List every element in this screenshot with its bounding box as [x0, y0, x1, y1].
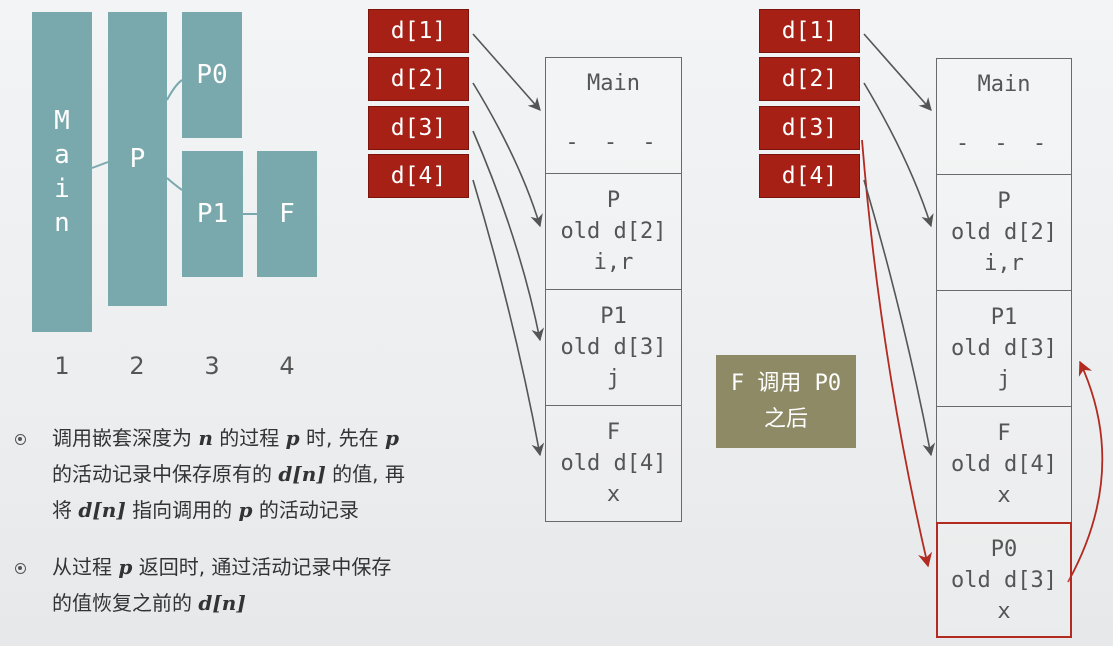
- arrow-restore-p0-p1: [1067, 360, 1104, 583]
- tree-node-f: F: [257, 151, 317, 277]
- frame-line: x: [997, 483, 1011, 508]
- level-label-2: 2: [129, 352, 145, 380]
- frame-line: - - -: [565, 130, 662, 155]
- frame-line: old d[2]: [951, 220, 1057, 245]
- left-frame-f: F old d[4] x: [545, 405, 682, 522]
- arrow-right-d4: [863, 179, 936, 457]
- tree-node-p1: P1: [182, 151, 243, 277]
- frame-line: P0: [990, 536, 1018, 562]
- frame-line: - - -: [955, 131, 1053, 156]
- bullet-1-line-3: 将 d[n] 指向调用的 p 的活动记录: [52, 498, 359, 522]
- arrow-left-d1: [472, 33, 541, 111]
- frame-line: old d[3]: [560, 335, 667, 360]
- frame-line: P1: [600, 304, 627, 329]
- tree-edge-p-p1: [166, 177, 183, 191]
- arrow-right-d3: [861, 139, 933, 568]
- arrow-right-d1: [863, 33, 932, 111]
- frame-line: x: [606, 482, 621, 507]
- arrow-right-d2: [863, 82, 934, 228]
- arrow-left-d2: [472, 82, 543, 228]
- frame-line: old d[3]: [951, 567, 1057, 593]
- bullet-2-line-2: 的值恢复之前的 d[n]: [52, 591, 246, 615]
- arrow-left-d3: [472, 130, 545, 342]
- tree-node-p0-label: P0: [196, 60, 228, 90]
- level-label-3: 3: [204, 352, 220, 380]
- bullet-1-line-1: 调用嵌套深度为 n 的过程 p 时, 先在 p: [52, 426, 400, 450]
- bullet-marker: [15, 434, 26, 445]
- left-frame-p1: P1 old d[3] j: [545, 289, 682, 406]
- frame-line: j: [606, 366, 621, 391]
- right-frame-p: P old d[2] i,r: [936, 174, 1072, 291]
- tree-node-main: M a i n: [32, 12, 92, 332]
- frame-line: Main: [977, 72, 1031, 97]
- arrow-left-d4: [472, 179, 545, 457]
- level-label-4: 4: [279, 352, 295, 380]
- frame-line: old d[4]: [951, 452, 1057, 477]
- right-frame-main: Main - - -: [936, 58, 1072, 175]
- left-frame-main: Main - - -: [545, 57, 682, 174]
- tree-edge-main-p: [91, 161, 109, 169]
- frame-line: old d[3]: [951, 336, 1057, 361]
- frame-line: Main: [587, 71, 640, 96]
- left-frame-p: P old d[2] i,r: [545, 173, 682, 290]
- frame-line: j: [997, 367, 1011, 392]
- left-display-d2: d[2]: [368, 57, 469, 101]
- tree-main-char: M: [54, 106, 70, 136]
- frame-line: i,r: [593, 250, 634, 275]
- tree-main-char: i: [54, 174, 70, 204]
- frame-line: F: [606, 420, 621, 445]
- tree-node-f-label: F: [279, 199, 295, 229]
- right-frame-p1: P1 old d[3] j: [936, 290, 1072, 407]
- frame-line: F: [997, 421, 1011, 446]
- right-frame-p0: P0 old d[3] x: [936, 522, 1072, 638]
- level-label-1: 1: [54, 352, 70, 380]
- frame-line: P1: [990, 305, 1018, 330]
- bullet-1-line-2: 的活动记录中保存原有的 d[n] 的值, 再: [52, 462, 405, 486]
- tree-edge-p-p0: [166, 79, 183, 101]
- left-display-d4: d[4]: [368, 154, 469, 198]
- frame-line: x: [997, 598, 1011, 624]
- tree-main-char: n: [54, 208, 70, 238]
- left-display-d3: d[3]: [368, 106, 469, 150]
- frame-line: i,r: [984, 251, 1024, 276]
- frame-line: old d[4]: [560, 451, 667, 476]
- frame-line: old d[2]: [560, 219, 667, 244]
- left-display-d1: d[1]: [368, 9, 469, 53]
- bullet-marker: [15, 563, 26, 574]
- tree-node-p: P: [108, 12, 167, 306]
- note-line-1: F 调用 P0: [730, 370, 842, 396]
- note-line-2: 之后: [763, 406, 808, 432]
- tree-main-char: a: [54, 140, 70, 170]
- right-display-d3: d[3]: [759, 106, 860, 150]
- right-display-d4: d[4]: [759, 154, 860, 198]
- right-frame-f: F old d[4] x: [936, 406, 1072, 523]
- tree-node-p-label: P: [129, 144, 146, 174]
- bullet-2-line-1: 从过程 p 返回时, 通过活动记录中保存: [52, 555, 392, 579]
- note-after-f-calls-p0: F 调用 P0 之后: [716, 355, 856, 448]
- right-display-d1: d[1]: [759, 9, 860, 53]
- tree-node-p1-label: P1: [196, 199, 229, 229]
- right-display-d2: d[2]: [759, 57, 860, 101]
- frame-line: P: [997, 189, 1011, 214]
- frame-line: P: [606, 188, 621, 213]
- tree-node-p0: P0: [182, 12, 242, 138]
